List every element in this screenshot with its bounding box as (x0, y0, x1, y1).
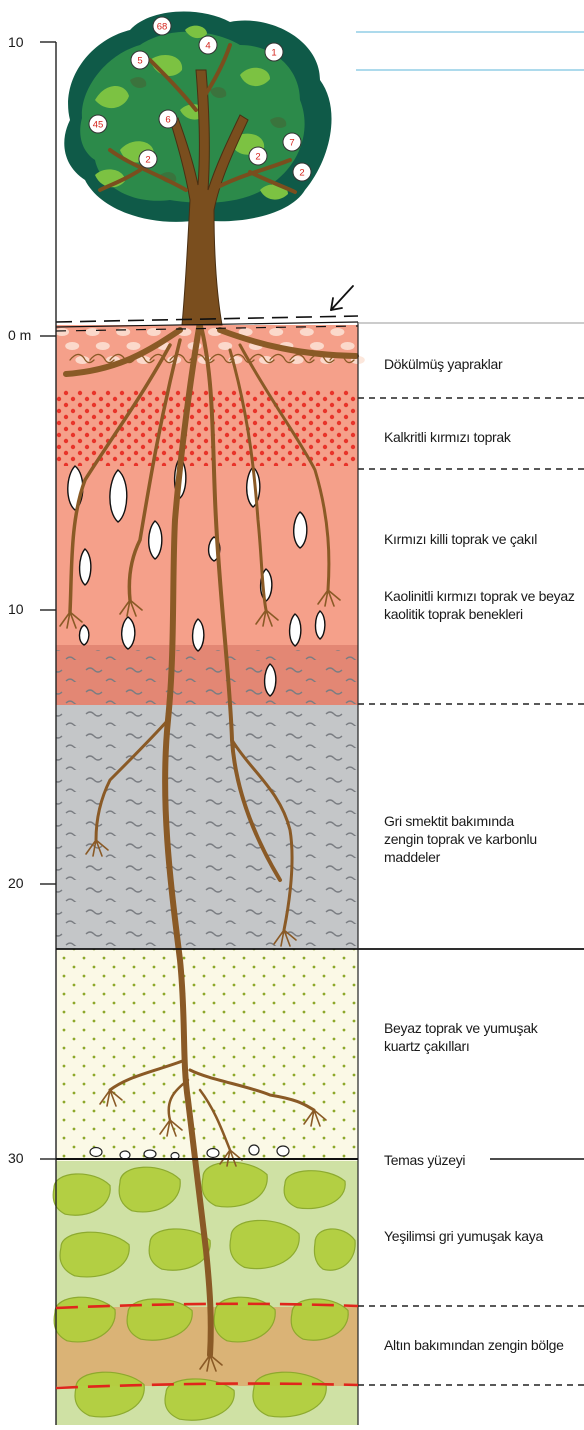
label-clay: Kırmızı killi toprak ve çakıl (384, 530, 537, 548)
axis-tick-zero: 0 m (8, 327, 31, 343)
svg-text:1: 1 (271, 48, 276, 59)
label-kaolin: Kaolinitli kırmızı toprak ve beyaz kaoli… (384, 587, 582, 623)
svg-text:6: 6 (165, 115, 170, 126)
kaolin-nodule (294, 512, 307, 548)
svg-text:45: 45 (93, 120, 104, 131)
kaolin-nodule (193, 619, 204, 651)
tree-badge: 6 (159, 110, 177, 128)
svg-text:7: 7 (289, 138, 294, 149)
leaf-litter-blob (269, 328, 283, 336)
leaf-litter-blob (86, 328, 100, 336)
leaf-litter-blob (341, 342, 355, 350)
label-greenrock: Yeşilimsi gri yumuşak kaya (384, 1227, 543, 1245)
tree-badge: 2 (249, 147, 267, 165)
tree-badge: 45 (89, 115, 107, 133)
tree-badge: 5 (131, 51, 149, 69)
kaolin-nodule (80, 549, 91, 585)
label-leaves: Dökülmüş yapraklar (384, 355, 502, 373)
leaf-litter-blob (96, 342, 110, 350)
depth-axis (40, 42, 56, 1425)
axis-tick-10: 10 (8, 601, 24, 617)
kaolin-nodule (122, 617, 135, 649)
kaolin-nodule (265, 664, 276, 696)
svg-text:2: 2 (145, 155, 150, 166)
svg-text:5: 5 (137, 56, 142, 67)
label-smectite: Gri smektit bakımında zengin toprak ve k… (384, 812, 546, 866)
layer-quartz-dots (56, 949, 358, 1161)
kaolin-nodule (290, 614, 301, 646)
label-calcrete: Kalkritli kırmızı toprak (384, 428, 511, 446)
tree-badge: 4 (199, 36, 217, 54)
leaf-litter-blob (116, 328, 130, 336)
label-quartz: Beyaz toprak ve yumuşak kuartz çakılları (384, 1019, 544, 1055)
leaf-litter-blob (65, 342, 79, 350)
svg-text:68: 68 (157, 22, 168, 33)
tree-badge: 68 (153, 17, 171, 35)
label-gold: Altın bakımından zengin bölge (384, 1336, 564, 1354)
label-contact: Temas yüzeyi (384, 1151, 465, 1169)
leaf-litter-blob (75, 356, 89, 364)
leaf-litter-blob (55, 328, 69, 336)
svg-text:2: 2 (299, 168, 304, 179)
kaolin-nodule (79, 625, 88, 645)
tree-badge: 7 (283, 133, 301, 151)
tree-badge: 1 (265, 43, 283, 61)
leaf-litter-blob (330, 328, 344, 336)
tree-badge: 2 (293, 163, 311, 181)
leaf-litter-blob (310, 342, 324, 350)
leaf-litter-blob (300, 328, 314, 336)
svg-text:4: 4 (205, 41, 210, 52)
leaf-litter-blob (126, 342, 140, 350)
surface-arrow (331, 286, 353, 310)
kaolin-nodule (110, 470, 127, 522)
tree-badge: 2 (139, 150, 157, 168)
axis-tick-30: 30 (8, 1150, 24, 1166)
svg-text:2: 2 (255, 152, 260, 163)
axis-tick-top: 10 (8, 34, 24, 50)
kaolin-nodule (315, 611, 324, 639)
axis-tick-20: 20 (8, 875, 24, 891)
kaolin-nodule (149, 521, 162, 559)
